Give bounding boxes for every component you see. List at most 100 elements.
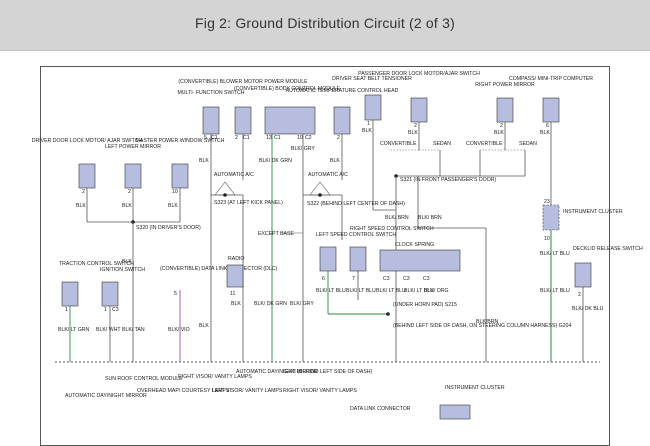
variant-branches: CONVERTIBLE SEDAN CONVERTIBLE SEDAN: [380, 141, 537, 176]
pin-label: C1: [274, 135, 281, 141]
component-decklid-release: DECKLID RELEASE SWITCH 2 BLK/ DK BLU: [572, 246, 643, 362]
pin-label: 5: [204, 135, 207, 141]
pin-label: C1: [243, 135, 250, 141]
component-data-link-connector: (CONVERTIBLE) DATA LINK CONNECTOR (DLC) …: [160, 266, 277, 362]
wire-label: BLK/ DK BLU: [572, 306, 604, 312]
component-left-power-mirror: LEFT POWER MIRROR 2 BLK: [105, 144, 161, 222]
component-label: IGNITION SWITCH: [100, 267, 145, 273]
wire-label: BLK/ ORG: [424, 288, 449, 294]
splice-s323: AUTOMATIC A/C S323 (AT LEFT KICK PANEL): [211, 172, 283, 206]
component-label: (CONVERTIBLE) BLOWER MOTOR POWER MODULE: [178, 79, 308, 85]
component-auto-temp-control-head: AUTOMATIC TEMPERATURE CONTROL HEAD 2 BLK: [286, 88, 399, 180]
component-label: AUTOMATIC DAY/NIGHT MIRROR: [236, 369, 318, 375]
component-ignition-switch: IGNITION SWITCH 1 C3 BLK/ WHT: [96, 267, 145, 362]
pin-label: 10: [544, 236, 550, 242]
wire-label: BLK: [199, 158, 209, 164]
wire-label: BLK/ DK GRN: [254, 301, 287, 307]
bottom-row: AUTOMATIC DAY/NIGHT MIRROR SUN ROOF CONT…: [65, 369, 505, 420]
splice-s322: AUTOMATIC A/C S322 (BEHIND LEFT CENTER O…: [303, 172, 405, 207]
component-body-control-module: (CONVERTIBLE) BODY CONTROL MODULE 13 C1 …: [234, 86, 341, 362]
wire-label: BLK/ LT BLU: [346, 288, 376, 294]
wire-label: BLK/ LT BLU: [540, 251, 570, 257]
wire-label: BLK: [231, 301, 241, 307]
splice-s320: S320 (IN DRIVER'S DOOR): [87, 220, 201, 362]
component-label: RIGHT VISOR/ VANITY LAMPS: [178, 374, 252, 380]
pin-label: 2: [414, 123, 417, 129]
pin-label: 2: [337, 135, 340, 141]
component-passenger-door-lock: PASSENGER DOOR LOCK MOTOR/AJAR SWITCH 2 …: [358, 71, 480, 150]
splice-label: G203 (BEHIND LEFT SIDE OF DASH): [283, 369, 373, 375]
pin-label: C2: [305, 135, 312, 141]
component-label: DRIVER DOOR LOCK MOTOR/ AJAR SWITCH: [32, 138, 143, 144]
wire-label: BLK/BRN: [476, 319, 498, 325]
pin-label: 1: [367, 121, 370, 127]
pin-label: 2: [82, 189, 85, 195]
component-label: (CONVERTIBLE) BODY CONTROL MODULE: [234, 86, 341, 92]
component-label: AUTOMATIC DAY/NIGHT MIRROR: [65, 393, 147, 399]
pin-label: 6: [322, 276, 325, 282]
pin-label: C1: [211, 135, 218, 141]
pin-label: 13: [266, 135, 272, 141]
wire-label: BLK: [408, 130, 418, 136]
pin-label: 23: [544, 199, 550, 205]
component-radio: RADIO 11 BLK: [226, 256, 244, 307]
wire-label: BLK/ LT BLU: [376, 288, 406, 294]
component-label: TRACTION CONTROL SWITCH: [59, 261, 134, 267]
note-label: EXCEPT BASE: [258, 231, 294, 237]
component-label: DATA LINK CONNECTOR: [350, 406, 411, 412]
wire-label: BLK/ LT BLU: [316, 288, 346, 294]
component-label: DRIVER SEAT BELT TENSIONER: [332, 76, 412, 82]
wire-label: BLK: [122, 203, 132, 209]
component-master-power-window: MASTER POWER WINDOW SWITCH 10 BLK: [136, 138, 225, 222]
component-multi-function-switch: MULTI- FUNCTION SWITCH 5 C1 BLK: [177, 90, 245, 362]
figure-header: Fig 2: Ground Distribution Circuit (2 of…: [0, 0, 650, 51]
component-label: LEFT SPEED CONTROL SWITCH: [316, 232, 396, 238]
note-label: CONVERTIBLE: [466, 141, 503, 147]
wire-label: BLK: [168, 203, 178, 209]
note-label: SEDAN: [519, 141, 537, 147]
wire-label: BLK/ TAN: [122, 327, 145, 333]
wire-label: BLK: [362, 128, 372, 134]
component-label: SUN ROOF CONTROL MODULE: [105, 376, 183, 382]
note-label: AUTOMATIC A/C: [308, 172, 348, 178]
wire-label: BLK/ GRY: [291, 146, 315, 152]
component-label: INSTRUMENT CLUSTER: [563, 209, 623, 215]
splice-label: (BEHIND LEFT SIDE OF DASH, ON STEERING C…: [393, 323, 571, 329]
component-right-speed-control: RIGHT SPEED CONTROL SWITCH 7 BLK/ LT BLU: [346, 226, 434, 300]
splice-label: S320 (IN DRIVER'S DOOR): [136, 225, 201, 231]
pin-label: 1: [65, 307, 68, 313]
note-label: CONVERTIBLE: [380, 141, 417, 147]
component-label: MULTI- FUNCTION SWITCH: [177, 90, 244, 96]
pin-label: 2: [235, 135, 238, 141]
wire-label: BLK/ LT GRN: [58, 327, 89, 333]
component-label: AUTOMATIC TEMPERATURE CONTROL HEAD: [286, 88, 399, 94]
wire-label: BLK: [199, 323, 209, 329]
wire-label: BLK: [76, 203, 86, 209]
wire-label: BLK/ WHT: [96, 327, 121, 333]
pin-label: 10: [172, 189, 178, 195]
component-label: COMPASS/ MINI-TRIP COMPUTER: [509, 76, 593, 82]
component-driver-door-lock: DRIVER DOOR LOCK MOTOR/ AJAR SWITCH 2 BL…: [32, 138, 143, 222]
pin-label: 7: [352, 276, 355, 282]
splice-label: S322 (BEHIND LEFT CENTER OF DASH): [307, 201, 405, 207]
component-label: RADIO: [228, 256, 244, 262]
pin-label: 1: [104, 307, 107, 313]
splice-s321: S321 (IN FRONT PASSENGER'S DOOR) BLK/ BR…: [373, 174, 525, 362]
component-right-power-mirror: RIGHT POWER MIRROR 2 BLK: [475, 82, 535, 150]
splice-label: S321 (IN FRONT PASSENGER'S DOOR): [400, 177, 496, 183]
pin-label: 2: [128, 189, 131, 195]
wire-label: BLK: [494, 130, 504, 136]
component-label: RIGHT SPEED CONTROL SWITCH: [350, 226, 434, 232]
pin-label: 10: [297, 135, 303, 141]
wire-label: BLK/ VIO: [168, 327, 190, 333]
component-label: LEFT VISOR/ VANITY LAMPS: [212, 388, 283, 394]
component-left-speed-control: LEFT SPEED CONTROL SWITCH 6 BLK/ LT BLU: [316, 232, 396, 315]
pin-label: 11: [230, 291, 235, 297]
component-traction-control-switch: TRACTION CONTROL SWITCH 1 BLK/ LT GRN: [58, 261, 134, 362]
component-label: CLOCK SPRING: [395, 242, 434, 248]
pin-label: 2: [500, 123, 503, 129]
pin-label: C3: [112, 307, 119, 313]
splice-s215: (UNDER HORN PAD) S215 (BEHIND LEFT SIDE …: [386, 302, 571, 329]
splice-label: S323 (AT LEFT KICK PANEL): [214, 200, 283, 206]
pin-label: C3: [423, 276, 430, 282]
